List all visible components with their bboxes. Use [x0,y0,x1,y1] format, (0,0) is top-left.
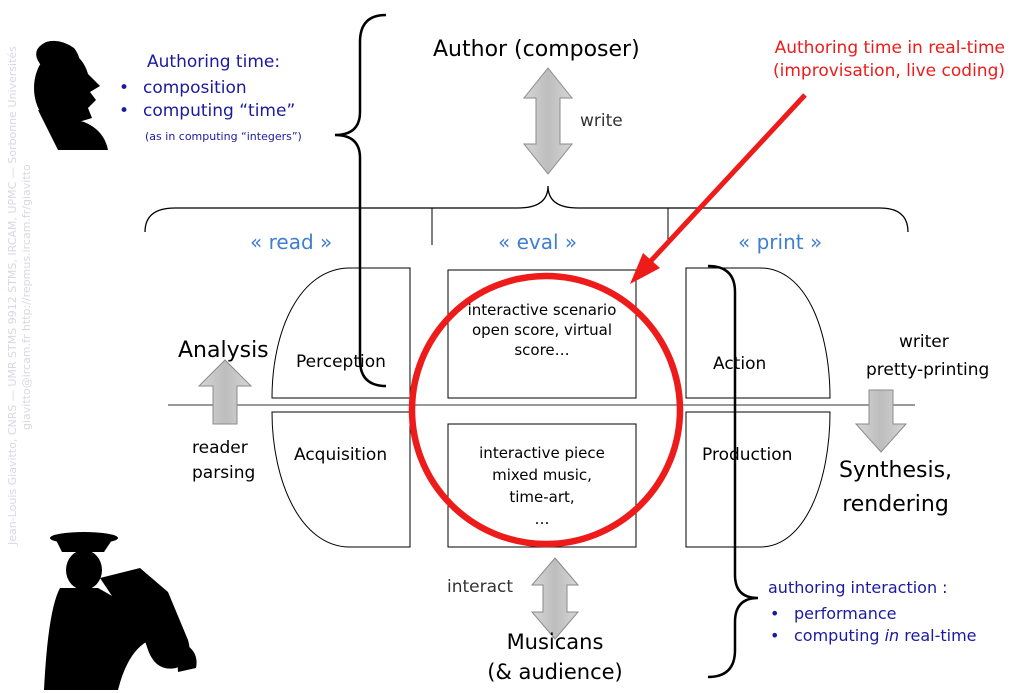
interact-arrow [530,557,580,640]
authoring-interaction-item-computing: computing in real-time [768,625,977,647]
print-close-quote: » [809,230,823,254]
authoring-time-brace [334,13,387,388]
eval-close-quote: » [564,230,578,254]
analysis-up-arrow [197,359,253,425]
read-label: read [268,230,314,254]
eval-bottom-line4: … [534,510,550,528]
realtime-note: Authoring time in real-time (improvisati… [735,37,1005,83]
eval-bottom-line2: mixed music, [492,466,592,484]
perception-label: Perception [296,352,386,372]
authoring-interaction-item-performance: performance [768,603,977,625]
print-header: « print » [738,230,822,254]
realtime-arrow-shaft [646,93,807,266]
computing-in: in [884,626,900,645]
eval-header: « eval » [498,230,577,254]
authoring-time-title: Authoring time: [147,52,281,72]
authoring-interaction-title: authoring interaction : [768,578,948,597]
eval-top-line3: score… [514,341,570,359]
eval-bottom-line1: interactive piece [479,444,605,462]
composer-silhouette-icon [34,40,108,150]
authoring-interaction-brace [707,264,759,679]
saxophone-player-silhouette-icon [44,532,197,690]
eval-bottom-line3: time-art, [509,488,575,506]
write-arrow [522,67,574,175]
read-open-quote: « [250,230,263,254]
eval-bottom-box-text: interactive piece mixed music, time-art,… [448,442,636,530]
author-label: Author (composer) [433,37,640,62]
writer-label: writer [899,332,949,352]
pretty-printing-label: pretty-printing [866,360,990,380]
acquisition-shape [271,411,411,548]
authoring-time-item-composition: composition [117,77,295,100]
authoring-time-item-computing-time: computing “time” [117,100,295,123]
authoring-interaction-list: performance computing in real-time [768,603,977,647]
realtime-note-line1: Authoring time in real-time [774,38,1005,58]
acquisition-label: Acquisition [294,445,388,465]
computing-prefix: computing [794,626,885,645]
eval-top-line2: open score, virtual [471,321,612,339]
print-label: print [756,230,804,254]
eval-label: eval [516,230,559,254]
realtime-arrow-head [630,253,660,284]
eval-open-quote: « [498,230,511,254]
rendering-label: rendering [842,492,949,517]
read-close-quote: » [320,230,333,254]
read-header: « read » [250,230,332,254]
parsing-label: parsing [192,463,256,483]
authoring-time-note: (as in computing “integers”) [145,130,302,143]
computing-suffix: real-time [899,626,977,645]
columns-brace [144,185,909,233]
production-label: Production [702,445,793,465]
interact-label: interact [447,577,514,597]
synthesis-label: Synthesis, [838,458,953,483]
audience-label: (& audience) [487,660,623,684]
eval-top-box-text: interactive scenario open score, virtual… [448,300,636,360]
musicians-label: Musicans [506,630,604,654]
perception-shape [271,267,411,399]
realtime-circle [408,272,684,548]
action-shape [685,267,831,399]
action-label: Action [713,354,767,374]
production-shape [685,411,831,548]
synthesis-down-arrow [854,389,908,453]
analysis-label: Analysis [178,338,269,363]
write-label: write [580,111,623,131]
realtime-note-line2: (improvisation, live coding) [773,61,1005,81]
eval-top-line1: interactive scenario [467,301,617,319]
print-open-quote: « [738,230,751,254]
reader-label: reader [192,438,248,458]
authoring-time-list: composition computing “time” [117,77,295,123]
